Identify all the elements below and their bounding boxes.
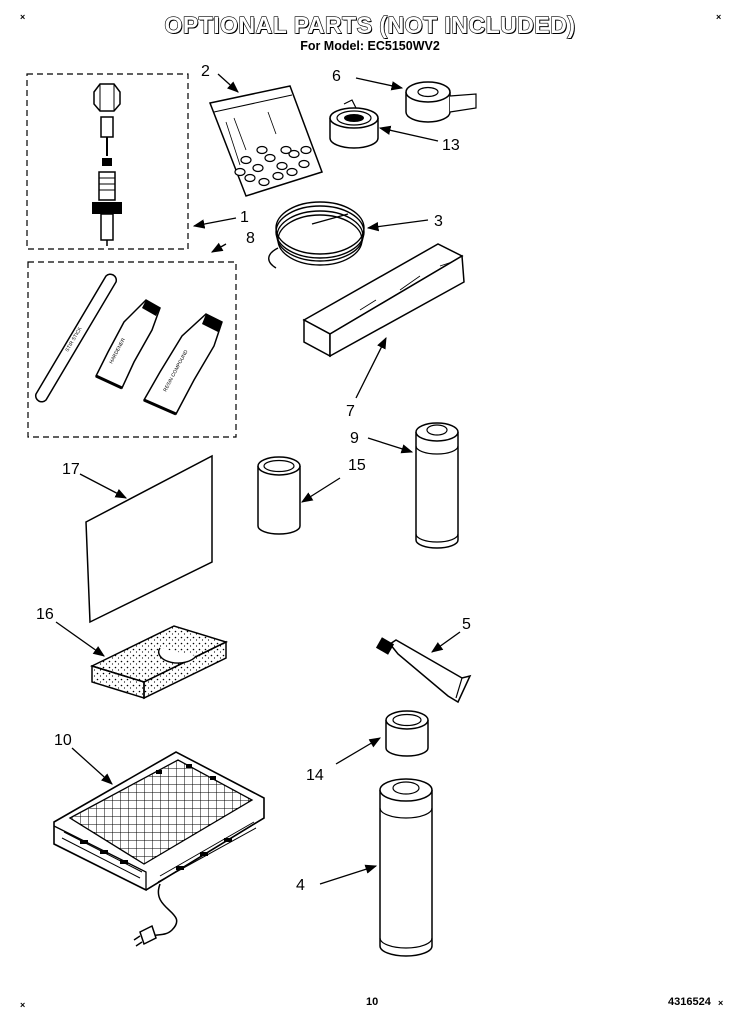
part-9-aerosol-can xyxy=(367,422,459,549)
part-3-coiled-wire xyxy=(268,201,429,269)
callout-14: 14 xyxy=(306,767,324,784)
callout-2: 2 xyxy=(201,63,210,80)
part-7-foam-block xyxy=(302,243,465,399)
part-8-epoxy-kit: STIR STICK HARDENER RESIN COMPOUND xyxy=(27,242,237,438)
document-number: 4316524 xyxy=(668,996,711,1008)
callout-17: 17 xyxy=(62,461,80,478)
callout-15: 15 xyxy=(348,457,366,474)
part-14-short-can xyxy=(335,710,429,765)
callout-labels: 1 2 3 4 5 6 7 8 9 10 13 14 15 16 17 xyxy=(36,63,471,894)
callout-8: 8 xyxy=(246,230,255,247)
callout-10: 10 xyxy=(54,732,72,749)
part-2-hardware-bag xyxy=(208,73,323,197)
callout-1: 1 xyxy=(240,209,249,226)
callout-13: 13 xyxy=(442,137,460,154)
page-number: 10 xyxy=(366,996,379,1008)
model-subtitle: For Model: EC5150WV2 xyxy=(300,39,440,53)
part-6-tape-roll xyxy=(355,77,477,123)
part-5-tube xyxy=(375,631,472,704)
page-title: OPTIONAL PARTS (NOT INCLUDED) xyxy=(164,11,576,38)
part-16-foam-pad xyxy=(55,621,229,700)
part-13-tape-roll xyxy=(329,99,439,149)
part-10-heater-tray xyxy=(53,747,265,947)
registration-mark-bottom-left: × xyxy=(20,1000,26,1010)
callout-3: 3 xyxy=(434,213,443,230)
callout-9: 9 xyxy=(350,430,359,447)
callout-16: 16 xyxy=(36,606,54,623)
registration-mark-top-right: × xyxy=(716,12,722,22)
callout-4: 4 xyxy=(296,877,305,894)
part-15-small-can xyxy=(257,456,341,535)
registration-mark-bottom-right: × xyxy=(718,998,724,1008)
part-4-large-can xyxy=(319,778,433,957)
callout-6: 6 xyxy=(332,68,341,85)
part-1-fitting-kit xyxy=(26,73,189,250)
callout-5: 5 xyxy=(462,616,471,633)
registration-mark-top-left: × xyxy=(20,12,26,22)
part-17-sheet xyxy=(79,454,213,624)
callout-7: 7 xyxy=(346,403,355,420)
